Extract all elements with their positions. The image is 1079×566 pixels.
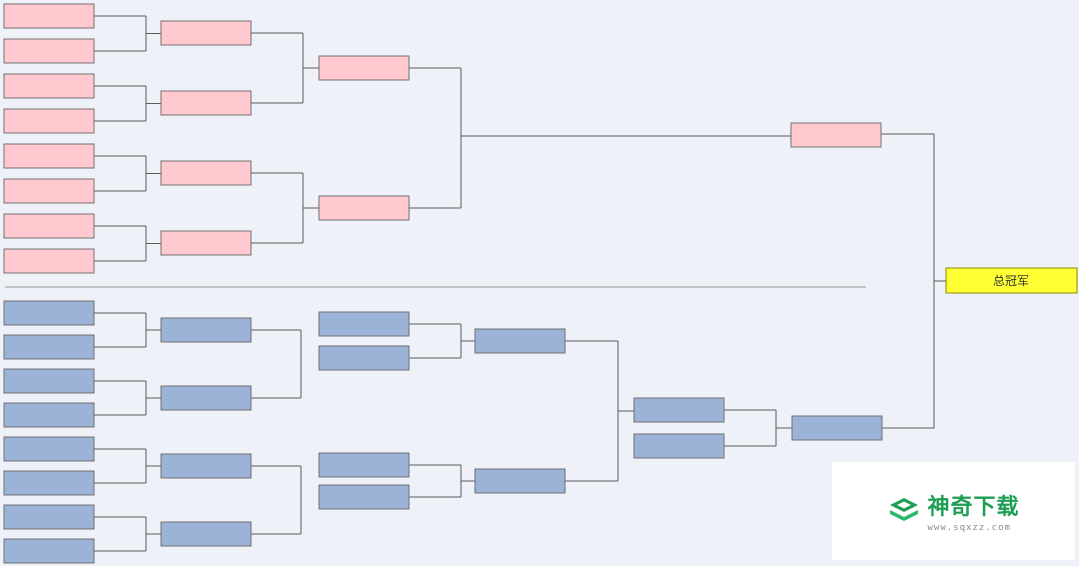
upper-r3-slot (318, 55, 410, 81)
site-watermark: 神奇下载 www.sqxzz.com (832, 462, 1075, 560)
lower-r2-slot (160, 521, 252, 547)
lower-final-slot (791, 415, 883, 441)
upper-r2-slot (160, 160, 252, 186)
lower-r1-connector (94, 516, 161, 552)
lower-r2-slot (160, 317, 252, 343)
bracket-boxes (3, 3, 883, 564)
lower-r1-slot (3, 538, 95, 564)
champion-label: 总冠军 (993, 274, 1029, 288)
lower-r4-slot (474, 468, 566, 494)
lower-r5-slot (633, 397, 725, 423)
lower-r3-slot (318, 311, 410, 337)
upper-r1-connector (94, 85, 161, 122)
lower-r1-slot (3, 300, 95, 326)
upper-r3-connector (409, 67, 462, 209)
upper-r1-slot (3, 178, 95, 204)
upper-r1-connector (94, 155, 161, 192)
lower-r1-slot (3, 402, 95, 428)
lower-r1-slot (3, 504, 95, 530)
upper-r3-slot (318, 195, 410, 221)
lower-r3-connector (409, 323, 475, 359)
lower-r5-slot (633, 433, 725, 459)
grand-final-connector (881, 133, 946, 429)
lower-r5-connector (724, 409, 792, 447)
champion-box: 总冠军 (945, 267, 1078, 294)
upper-r1-connector (94, 225, 161, 262)
upper-r2-connector (251, 32, 319, 104)
lower-r1-connector (94, 380, 161, 416)
lower-r4-slot (474, 328, 566, 354)
lower-r3-slot (318, 452, 410, 478)
lower-r1-slot (3, 334, 95, 360)
upper-r1-slot (3, 108, 95, 134)
watermark-url: www.sqxzz.com (927, 523, 1011, 533)
upper-r1-slot (3, 143, 95, 169)
upper-r1-slot (3, 38, 95, 64)
lower-r1-slot (3, 436, 95, 462)
upper-r1-slot (3, 213, 95, 239)
lower-r1-slot (3, 368, 95, 394)
upper-r2-slot (160, 230, 252, 256)
lower-r2-connector (251, 329, 302, 399)
lower-r1-connector (94, 448, 161, 484)
lower-r3-slot (318, 484, 410, 510)
upper-final-slot (790, 122, 882, 148)
lower-r3-connector (409, 464, 475, 498)
watermark-title: 神奇下载 (927, 495, 1020, 520)
upper-r1-slot (3, 3, 95, 29)
lower-r1-slot (3, 470, 95, 496)
lower-r3-slot (318, 345, 410, 371)
upper-r1-slot (3, 73, 95, 99)
lower-r2-connector (251, 465, 302, 535)
lower-r2-slot (160, 453, 252, 479)
lower-r2-slot (160, 385, 252, 411)
lower-r1-connector (94, 312, 161, 348)
watermark-logo: 神奇下载 www.sqxzz.com (887, 489, 1019, 533)
upper-r1-connector (94, 15, 161, 52)
upper-r2-connector (251, 172, 319, 244)
lower-r4-connector (565, 340, 634, 482)
sqxzz-logo-icon (890, 498, 919, 521)
bracket-connectors (94, 15, 946, 552)
upper-r2-slot (160, 90, 252, 116)
upper-r2-slot (160, 20, 252, 46)
upper-r1-slot (3, 248, 95, 274)
